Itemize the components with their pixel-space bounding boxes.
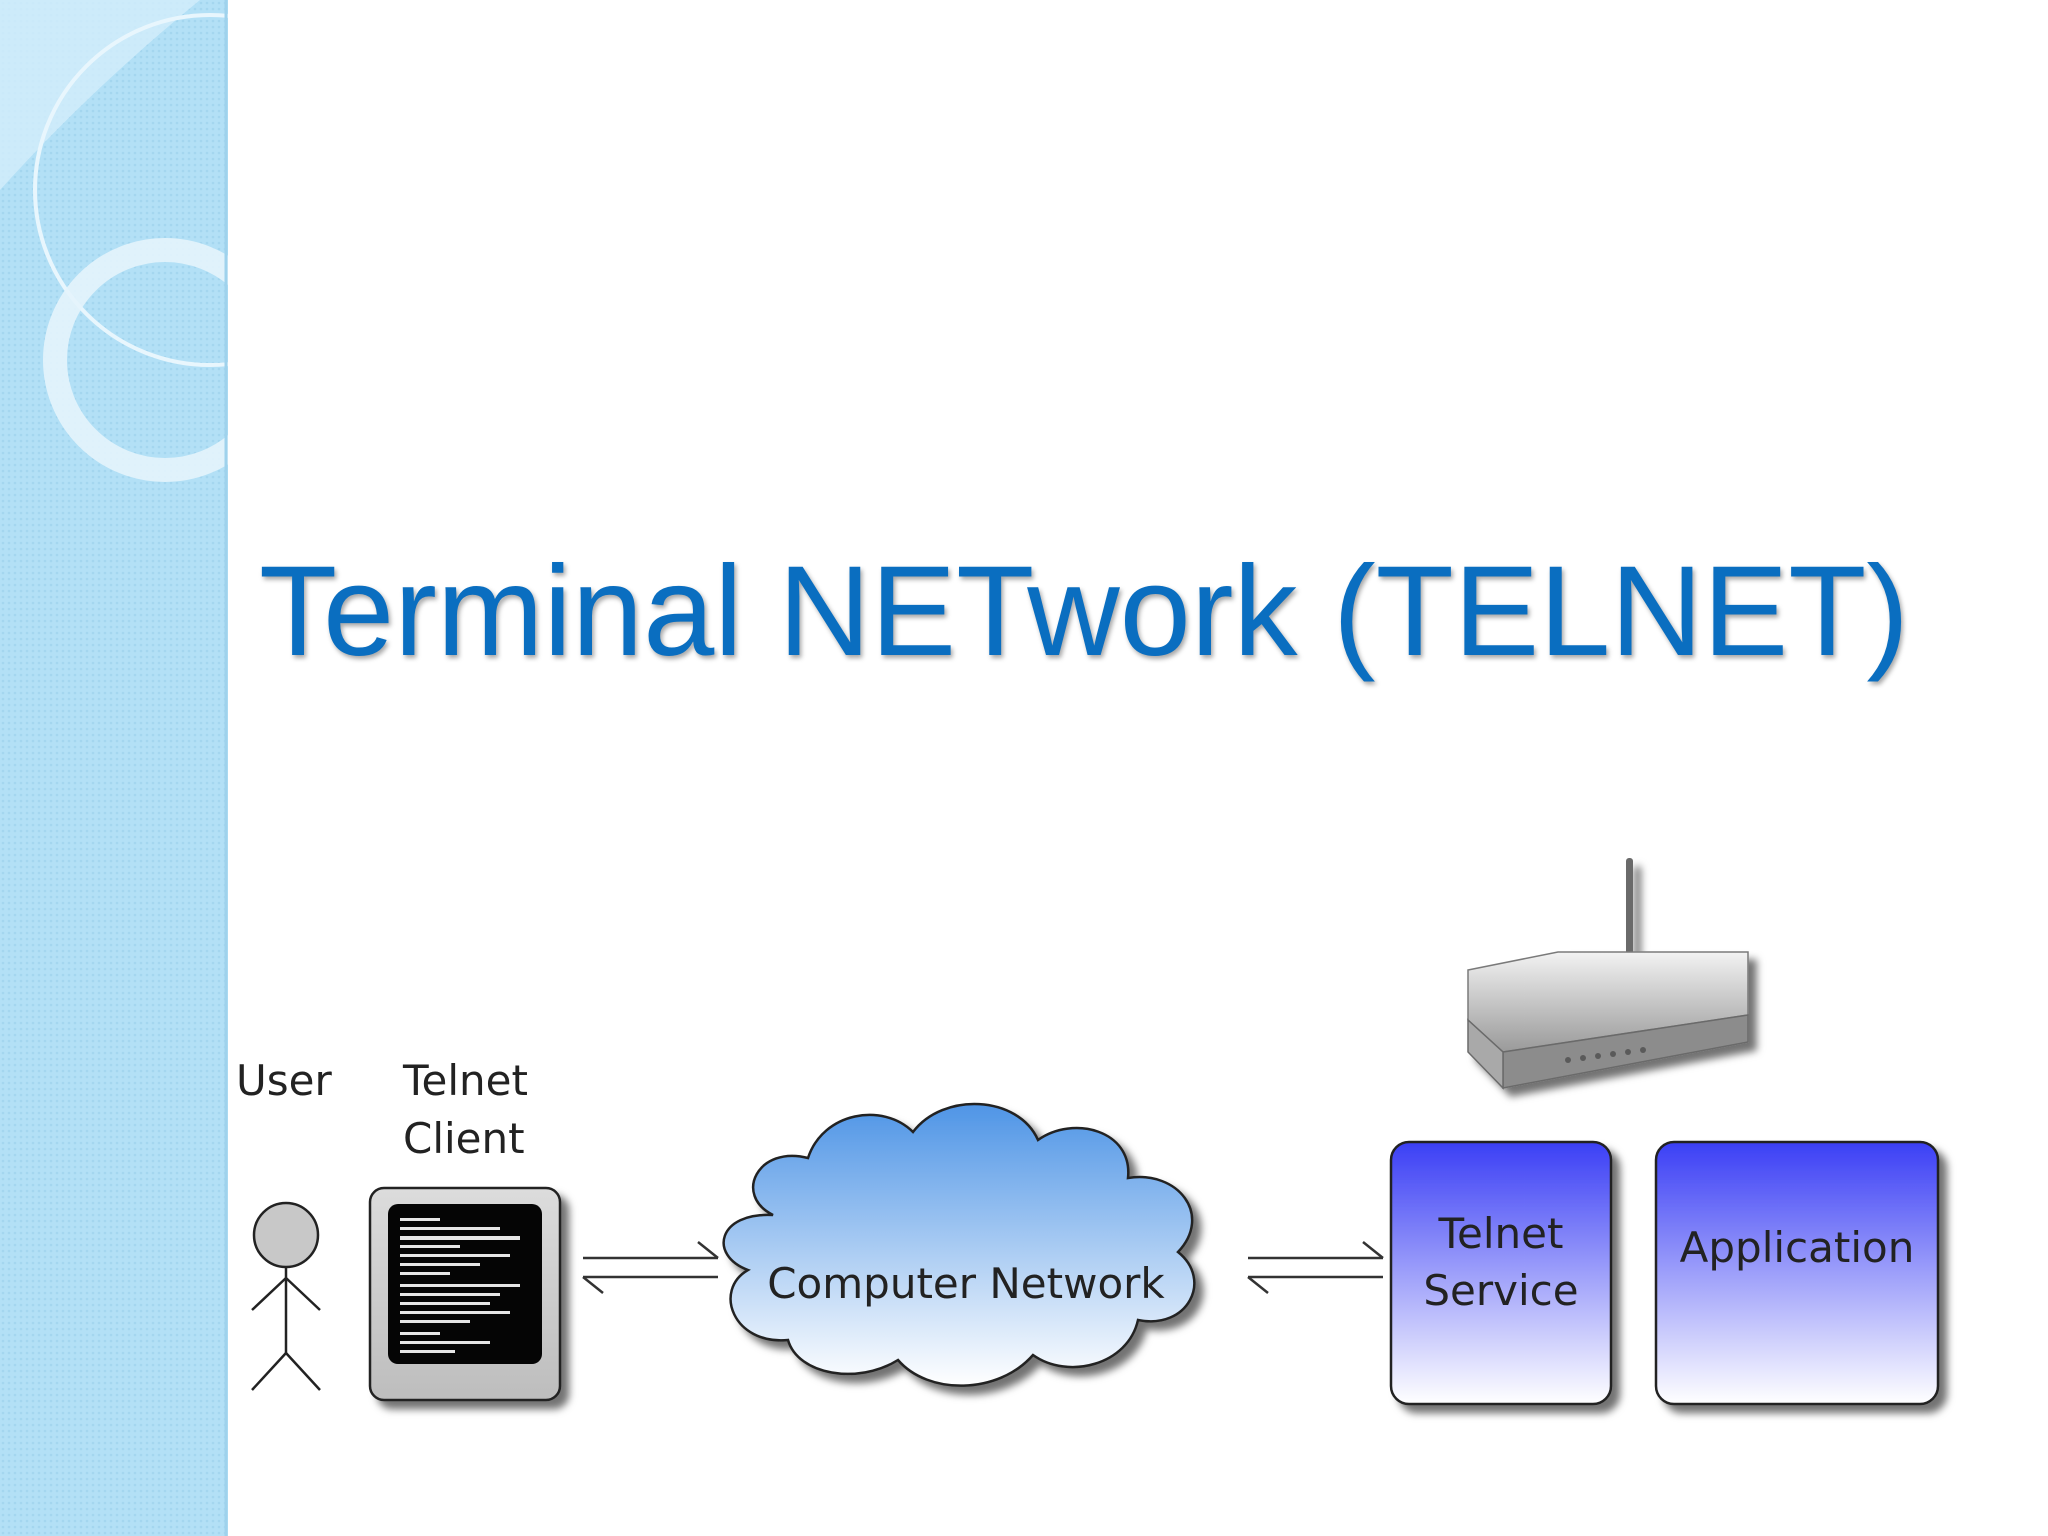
user-label: User <box>236 1056 332 1105</box>
sidebar-ring-small <box>43 238 228 482</box>
router-icon <box>1467 858 1749 1090</box>
slide-title: Terminal NETwork (TELNET) <box>259 540 1909 683</box>
network-label: Computer Network <box>767 1259 1165 1308</box>
client-label-line1: Telnet <box>402 1056 528 1105</box>
terminal-icon <box>368 1186 562 1402</box>
application-box <box>1654 1140 1940 1406</box>
application-label: Application <box>1680 1223 1915 1272</box>
network-service-arrows-icon <box>1247 1241 1384 1294</box>
sidebar-ring-large <box>33 13 228 367</box>
sidebar-swoosh <box>0 0 200 190</box>
service-label-line2: Service <box>1423 1266 1578 1315</box>
telnet-diagram: User Telnet Client <box>236 858 1940 1406</box>
telnet-service-box <box>1389 1140 1613 1406</box>
network-cloud-icon <box>722 1102 1196 1387</box>
terminal-text-lines <box>400 1218 520 1353</box>
decorative-sidebar <box>0 0 228 1536</box>
client-network-arrows-icon <box>582 1241 719 1294</box>
client-label-line2: Client <box>403 1114 525 1163</box>
service-label-line1: Telnet <box>1438 1209 1564 1258</box>
user-figure-icon <box>251 1201 321 1391</box>
